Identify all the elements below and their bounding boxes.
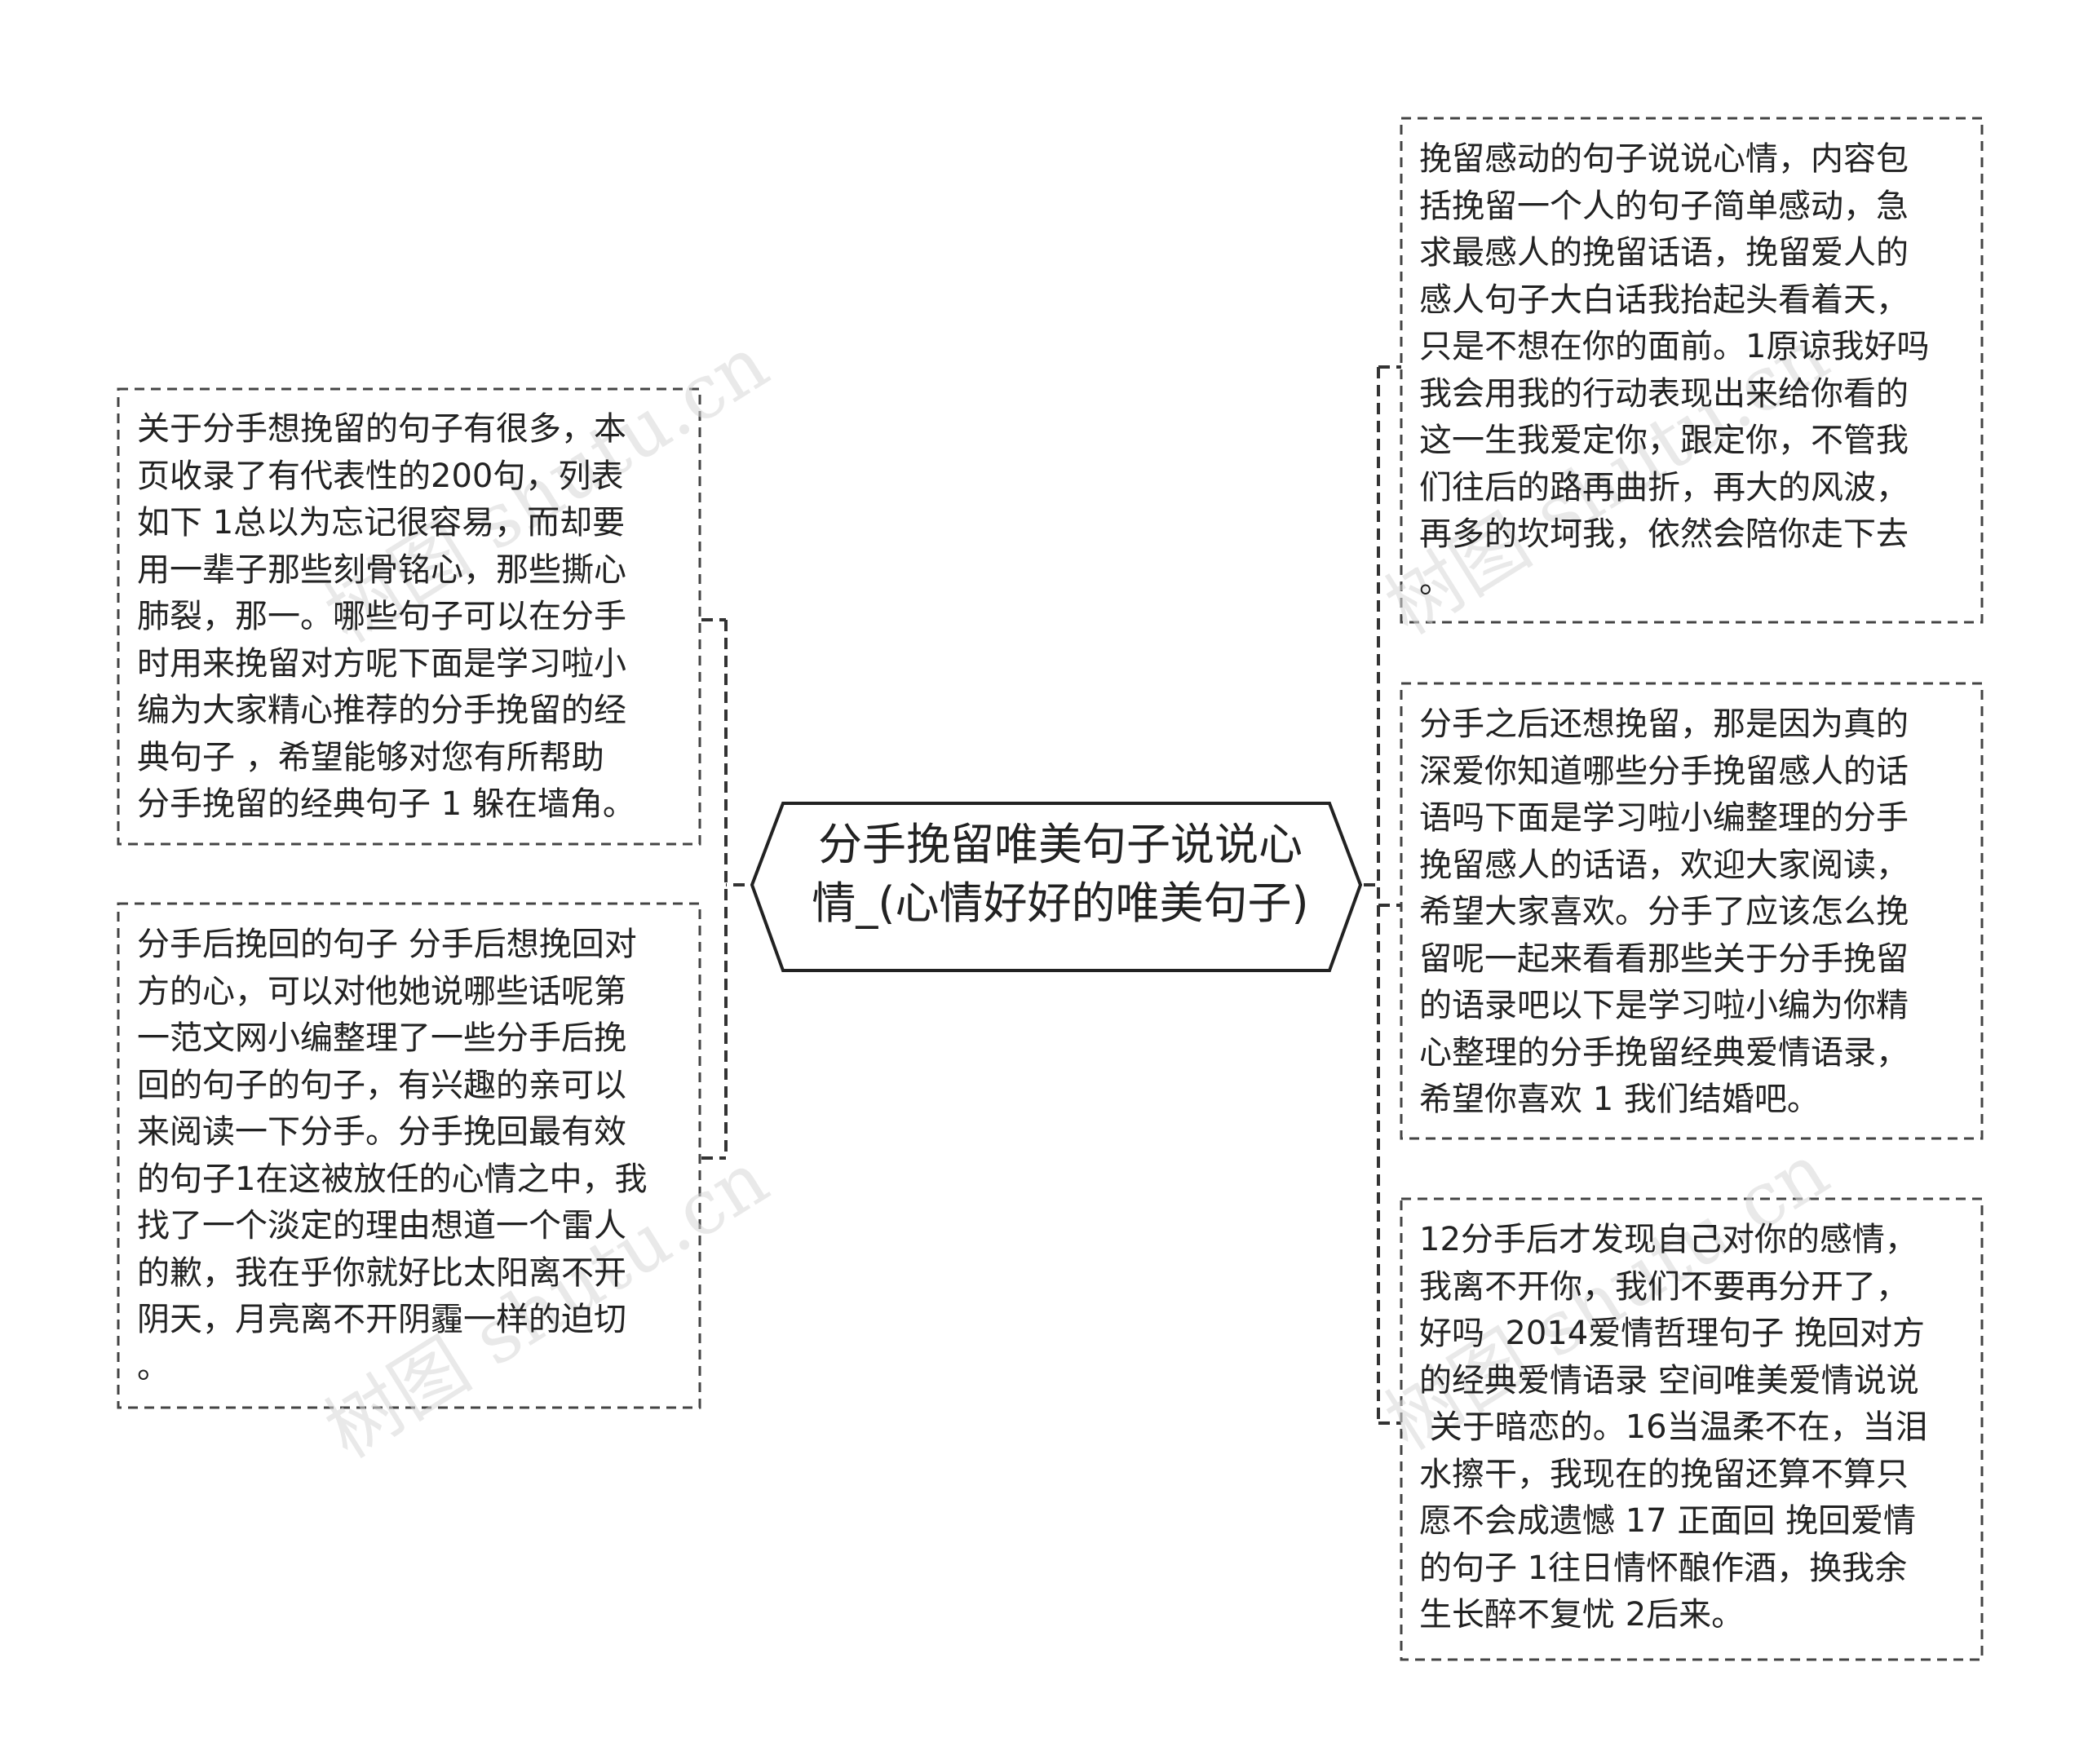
left-node-1-box[interactable]: [117, 387, 701, 846]
connector-right: [1346, 365, 1403, 1425]
central-topic: 分手挽留唯美句子说说心 情_(心情好好的唯美句子): [812, 819, 1309, 929]
left-node-2-box[interactable]: [117, 902, 701, 1409]
connector-left: [701, 618, 763, 1160]
right-node-2-box[interactable]: [1400, 682, 1984, 1140]
right-node-1-box[interactable]: [1400, 117, 1984, 624]
left-node-2-text: 分手后挽回的句子 分手后想挽回对 方的心，可以对他她说哪些话呢第 一范文网小编整…: [137, 926, 648, 1386]
right-node-2-text: 分手之后还想挽留，那是因为真的 深爱你知道哪些分手挽留感人的话 语吗下面是学习啦…: [1419, 705, 1909, 1118]
right-node-1-text: 挽留感动的句子说说心情，内容包 括挽留一个人的句子简单感动，急 求最感人的挽留话…: [1419, 140, 1930, 600]
left-node-1-text: 关于分手想挽留的句子有很多，本 页收录了有代表性的200句，列表 如下 1总以为…: [137, 410, 635, 823]
central-node-shape[interactable]: [750, 802, 1363, 972]
right-node-3-box[interactable]: [1400, 1197, 1984, 1661]
right-node-3-text: 12分手后才发现自己对你的感情， 我离不开你，我们不要再分开了， 好吗 2014…: [1419, 1221, 1928, 1634]
